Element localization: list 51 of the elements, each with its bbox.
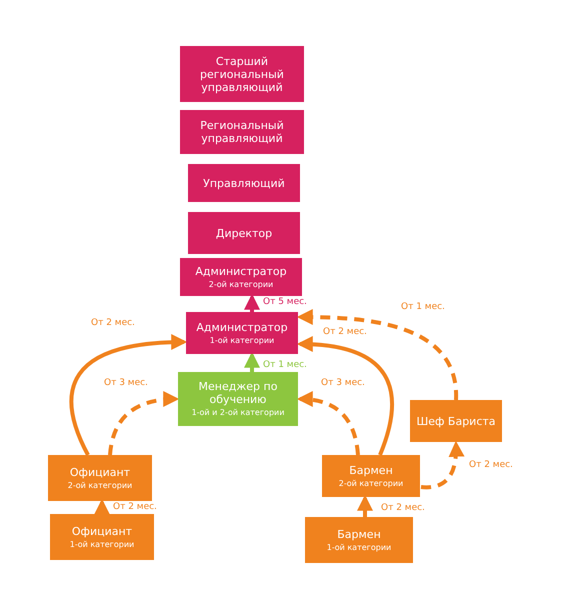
role-box [410,400,502,442]
arrow [296,309,458,400]
role-title: Шеф Бариста [416,414,496,428]
arrow [70,334,188,456]
role-title: Бармен [349,464,393,476]
arrow [420,440,464,490]
role-title: Администратор [196,320,288,334]
role-title: Официант [72,524,132,538]
edge-label: От 3 мес. [320,378,366,388]
arrow [244,294,260,312]
role-box [180,46,304,102]
edge-label: От 2 мес. [468,460,514,470]
edge-label: От 2 мес. [380,503,426,513]
arrow [296,336,394,456]
role-title: Бармен [337,528,381,540]
edge-label: От 5 мес. [262,297,308,307]
role-box [322,455,420,497]
role-title: Старший региональный управляющий [199,54,285,94]
role-box [178,372,298,426]
role-category: 1-ой категории [210,334,274,346]
arrow [94,498,110,515]
edge-label: От 2 мес. [112,502,158,512]
edge-label: От 3 мес. [103,378,149,388]
role-title: Директор [216,226,272,240]
role-box [188,164,300,202]
role-box [180,258,302,296]
edge-label: От 1 мес. [262,360,308,370]
role-box [188,212,300,254]
edge-label: От 1 мес. [400,302,446,312]
edge-label: От 2 мес. [322,327,368,337]
role-category: 2-ой категории [68,480,132,490]
role-category: 1-ой категории [326,542,392,552]
role-box [305,517,413,563]
arrow [357,494,373,517]
role-box [48,455,152,501]
arrow [244,352,260,372]
role-box [186,312,298,354]
role-title: Администратор [195,264,287,278]
role-category: 2-ой категории [338,478,404,488]
role-title: Менеджер по обучению [198,380,278,406]
role-title: Региональный управляющий [199,119,285,145]
role-category: 1-ой категории [70,538,134,550]
role-box [50,514,154,560]
role-category: 1-ой и 2-ой категории [192,407,284,418]
edge-label: От 2 мес. [90,318,136,328]
arrow [296,392,360,456]
role-category: 2-ой категории [208,278,274,290]
role-title: Управляющий [203,176,285,190]
role-title: Официант [70,466,130,478]
role-box [180,110,304,154]
arrow [108,392,180,456]
